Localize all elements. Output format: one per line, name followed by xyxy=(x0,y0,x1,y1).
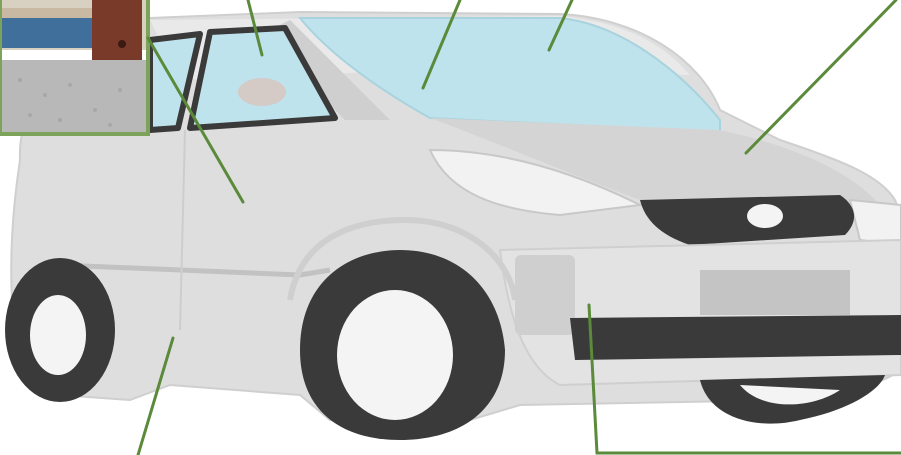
front-right-wheel xyxy=(700,375,885,424)
fog-lamp-housing xyxy=(515,255,575,335)
door-inset-photo xyxy=(0,0,148,134)
interior-seat xyxy=(238,78,286,106)
leader-hood xyxy=(746,0,896,153)
rear-wheel xyxy=(5,258,115,402)
brand-emblem xyxy=(747,204,783,228)
licence-plate-area xyxy=(700,270,850,315)
lower-bumper-intake xyxy=(570,315,901,360)
